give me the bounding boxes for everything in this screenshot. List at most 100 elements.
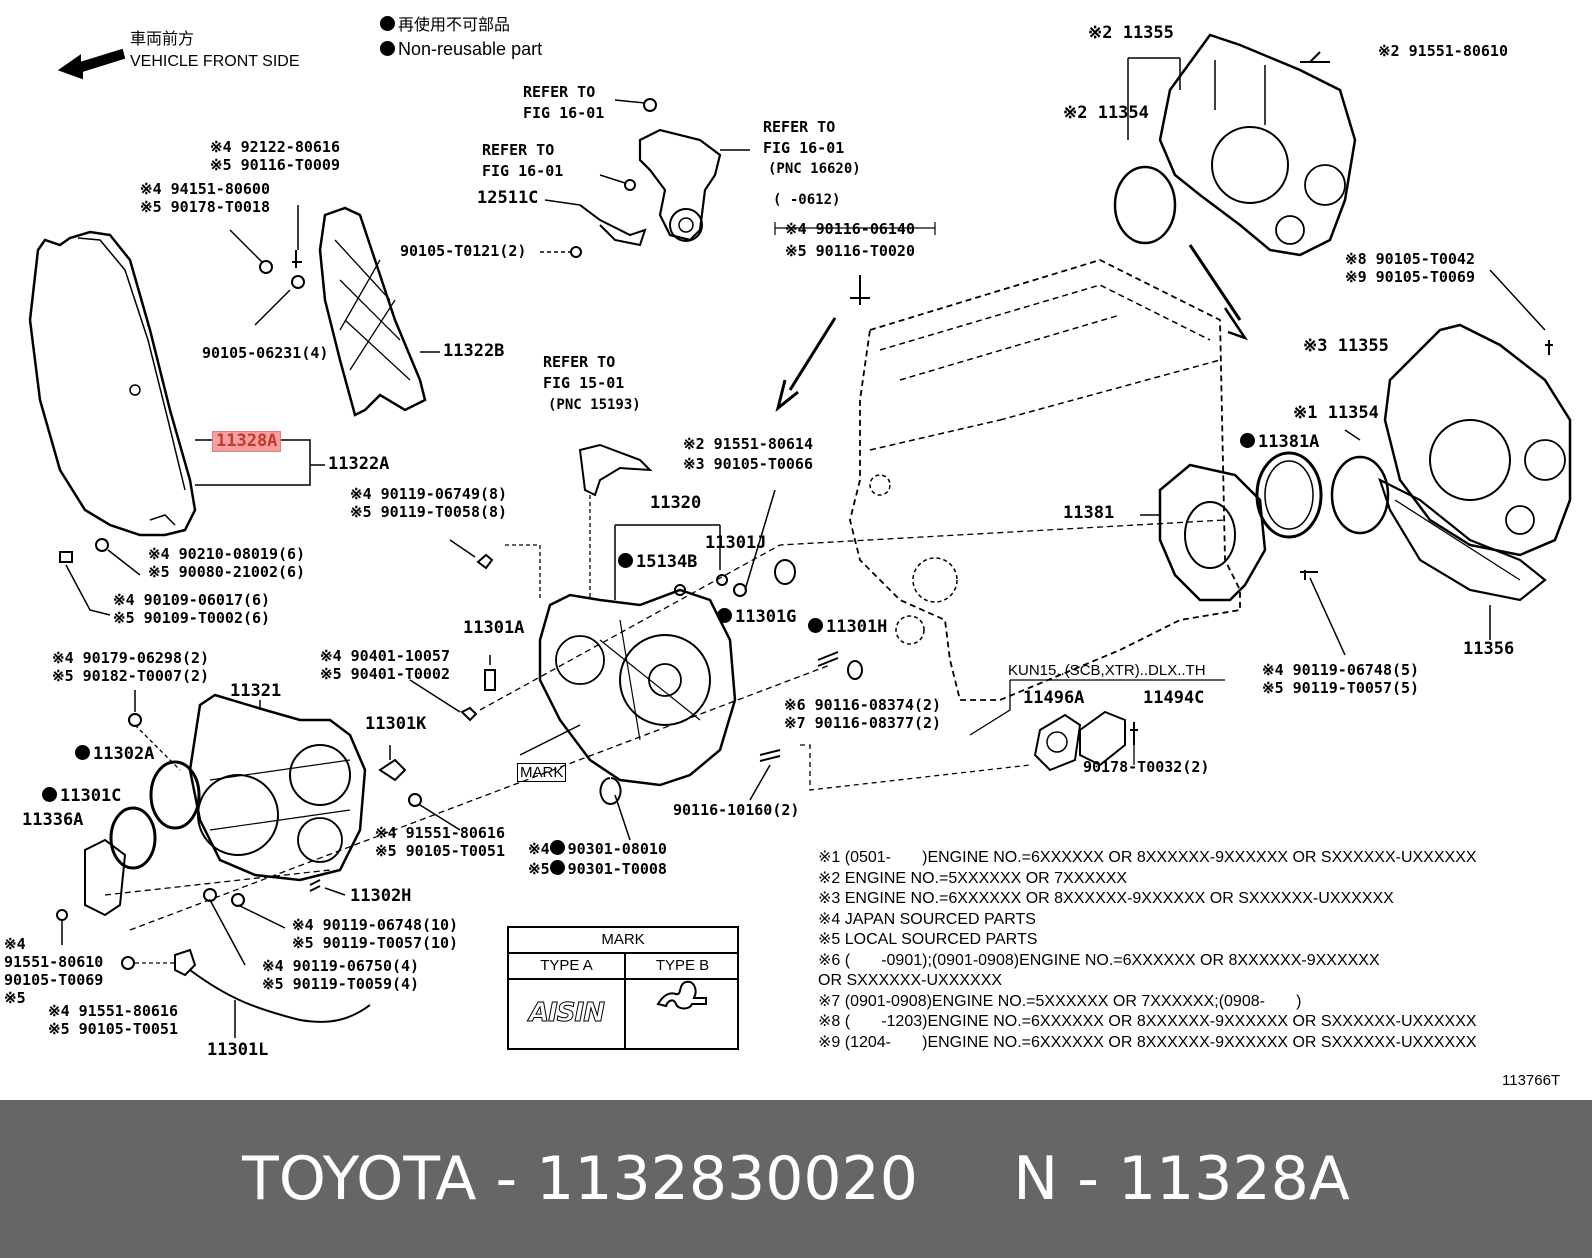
part-label: ※4 92122-80616 (210, 138, 340, 156)
part-label: ※5 90401-T0002 (320, 665, 450, 683)
part-label: ※4 91551-80616 (375, 824, 505, 842)
part-label: FIG 16-01 (763, 139, 845, 157)
part-number-title: TOYOTA - 1132830020 N - 11328A (242, 1144, 1350, 1214)
part-label: REFER TO (523, 83, 596, 101)
part-label: ※4 90401-10057 (320, 647, 450, 665)
highlighted-part-11328A: 11328A (212, 431, 282, 452)
seal-11301C (109, 806, 157, 870)
part-label: ※5 (4, 989, 26, 1007)
part-label: ※2 91551-80614 (683, 435, 813, 453)
part-label: ※5 90116-T0009 (210, 156, 340, 174)
part-label: 11302A (75, 745, 154, 763)
part-label: ※5 90119-T0057(10) (292, 934, 459, 952)
part-label: 11321 (230, 681, 282, 701)
refer-15193-part (578, 443, 653, 497)
part-label: (PNC 15193) (548, 397, 641, 413)
part-label: ※8 90105-T0042 (1345, 250, 1475, 268)
vehicle-front-en: VEHICLE FRONT SIDE (130, 53, 300, 70)
part-label: ※2 11354 (1063, 103, 1149, 123)
nonreuse-dot-icon (549, 860, 565, 875)
part-label: ※9 90105-T0069 (1345, 268, 1475, 286)
illustration-number: 113766T (1502, 1072, 1561, 1089)
part-label: 15134B (618, 553, 697, 571)
part-label: REFER TO (763, 118, 836, 136)
note-line: ※6 ( -0901);(0901-0908)ENGINE NO.=6XXXXX… (818, 951, 1380, 969)
part-label: 11301A (463, 618, 525, 638)
part-label: 11356 (1463, 639, 1515, 659)
part-label: (PNC 16620) (768, 161, 861, 177)
mark-table: MARK TYPE A AISIN TYPE B (507, 926, 739, 1050)
footer-bar: TOYOTA - 1132830020 N - 11328A (0, 1100, 1592, 1258)
note-line: ※7 (0901-0908)ENGINE NO.=5XXXXXX OR 7XXX… (818, 992, 1302, 1010)
note-line: ※4 JAPAN SOURCED PARTS (818, 910, 1036, 928)
note-line: OR SXXXXXX-UXXXXXX (818, 972, 1003, 989)
part-label: 12511C (477, 188, 539, 208)
part-label: ※2 91551-80610 (1378, 42, 1508, 60)
nonreuse-dot-icon (380, 16, 395, 31)
nonreuse-dot-icon (618, 553, 633, 568)
seal-11354-right (1330, 455, 1390, 535)
part-label: ※4 90116-06140 (785, 220, 915, 238)
cover-11321 (188, 693, 367, 882)
oil-pump-11320 (538, 588, 737, 787)
engine-block-outline (849, 259, 1241, 701)
plate-11355-top (1158, 33, 1357, 257)
part-label: 11301J (705, 533, 767, 553)
part-label: 90116-10160(2) (673, 801, 800, 819)
seal-11354-top (1113, 165, 1177, 245)
nonreuse-dot-icon (42, 787, 57, 802)
bracket-11336A (84, 838, 127, 917)
part-label: ※4 90210-08019(6) (148, 545, 306, 563)
plate-11356 (1378, 477, 1547, 602)
part-label: ※5 90116-T0020 (785, 242, 915, 260)
part-label: 11301C (42, 787, 121, 805)
nonreuse-dot-icon (717, 608, 732, 623)
part-label: 11381 (1063, 503, 1115, 523)
part-label: FIG 16-01 (523, 104, 605, 122)
note-line: ※3 ENGINE NO.=6XXXXXX OR 8XXXXXX-9XXXXXX… (818, 890, 1394, 907)
part-label: 90105-T0121(2) (400, 242, 527, 260)
part-label: ( -0612) (773, 192, 841, 208)
part-label: KUN15..(SCB,XTR)..DLX..TH (1008, 662, 1206, 679)
plate-11355-right (1383, 323, 1572, 557)
tensioner-shape (638, 128, 722, 242)
part-label: ※5 90119-T0057(5) (1262, 679, 1420, 697)
note-line: ※9 (1204- )ENGINE NO.=6XXXXXX OR 8XXXXXX… (818, 1033, 1477, 1051)
part-label: REFER TO (482, 141, 555, 159)
part-label: ※5 90105-T0051 (375, 842, 505, 860)
footnotes: ※1 (0501- )ENGINE NO.=6XXXXXX OR 8XXXXXX… (818, 848, 1477, 1053)
seal-11302A (149, 760, 201, 830)
part-label: ※7 90116-08377(2) (784, 714, 942, 732)
nonreuse-dot-icon (549, 840, 565, 855)
part-label: ※5 90105-T0051 (48, 1020, 178, 1038)
part-label: ※2 11355 (1088, 23, 1174, 43)
part-label: ※4 90119-06748(5) (1262, 661, 1420, 679)
part-label: ※4 94151-80600 (140, 180, 270, 198)
nonreuse-dot-icon (1240, 433, 1255, 448)
part-label: 11322A (328, 454, 390, 474)
part-label: FIG 15-01 (543, 374, 625, 392)
nonreuse-dot-icon (380, 41, 395, 56)
part-label: 90105-06231(4) (202, 344, 329, 362)
note-line: ※2 ENGINE NO.=5XXXXXX OR 7XXXXXX (818, 869, 1128, 887)
part-label: 11496A (1023, 688, 1085, 708)
part-label: 11301L (207, 1040, 269, 1060)
mark-type-b-cell: TYPE B (626, 954, 739, 1050)
front-arrow-icon (57, 48, 126, 80)
part-label: ※4 90119-06749(8) (350, 485, 508, 503)
nonreuse-dot-icon (75, 745, 90, 760)
note-line: ※1 (0501- )ENGINE NO.=6XXXXXX OR 8XXXXXX… (818, 849, 1477, 866)
nonreuse-dot-icon (808, 618, 823, 633)
mark-type-a-label: TYPE A (509, 954, 624, 980)
part-label: 11301G (717, 608, 796, 626)
part-label: ※4 (4, 935, 26, 953)
cover-11494C (1079, 710, 1126, 767)
part-label: ※4 91551-80616 (48, 1002, 178, 1020)
gasket-11496A (1033, 713, 1082, 772)
part-label: ※5 90119-T0058(8) (350, 503, 508, 521)
part-label: 90105-T0069 (4, 971, 104, 989)
part-label: ※3 90105-T0066 (683, 455, 813, 473)
part-label: 11336A (22, 810, 84, 830)
